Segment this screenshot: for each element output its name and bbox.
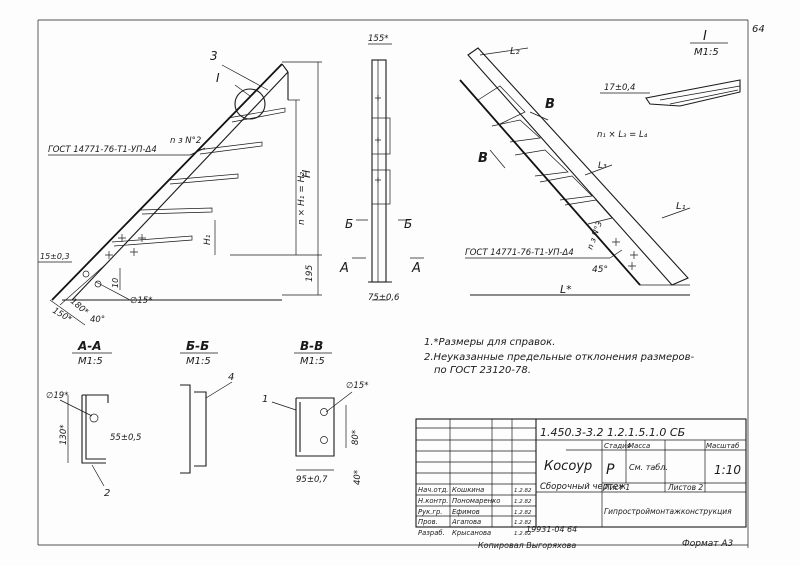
org-name: Гипростроймонтажконструкция	[604, 507, 732, 516]
dim-10: 10	[111, 278, 120, 288]
role-5: Разраб.	[418, 529, 445, 537]
role-1: Нач.отд.	[418, 486, 448, 494]
sheet-number: 64	[752, 24, 765, 35]
dim-l: L*	[560, 283, 572, 296]
dim-nh: n × H₁ = H₂	[297, 172, 307, 225]
callout-3: 3	[210, 49, 218, 63]
section-aa-scale: М1:5	[78, 356, 103, 367]
section-vv: В-В М1:5 ∅15* 1 80* 40* 95±0,7	[262, 339, 368, 485]
dim-75: 75±0,6	[368, 293, 400, 303]
dim-40: 40°	[90, 315, 105, 325]
section-aa-title: А-А	[77, 339, 102, 353]
section-aa: А-А М1:5 ∅19* 130* 55±0,5 2	[46, 339, 141, 499]
dim-h: H	[300, 170, 313, 178]
right-view: L₂ В В n₁ × L₃ = L₄ L₃ L₁ ГОСТ 14771-76-…	[459, 46, 691, 296]
detail-i-dim: 17±0,4	[604, 83, 635, 93]
mass-header: Масса	[628, 442, 650, 450]
name-4: Агапова	[451, 518, 481, 526]
date-4: 1.2.82	[514, 520, 532, 526]
sheet-value: Лист 1	[603, 483, 630, 492]
weld-note-right: ГОСТ 14771-76-Т1-УП-Δ4	[465, 248, 574, 258]
dim-h1: H₁	[203, 234, 213, 245]
name-1: Кошкина	[452, 486, 484, 494]
section-vv-scale: М1:5	[300, 356, 325, 367]
section-a-right: А	[411, 261, 421, 276]
section-a-left: А	[339, 261, 349, 276]
section-vv-callout: 1	[262, 394, 268, 405]
dim-155: 155*	[368, 34, 388, 44]
section-vv-title: В-В	[300, 339, 323, 353]
scale-value: 1:10	[714, 463, 741, 477]
dim-195: 195	[305, 265, 315, 282]
dim-l2: L₂	[510, 46, 520, 57]
scale-header: Масштаб	[706, 442, 740, 450]
section-aa-55: 55±0,5	[110, 433, 141, 443]
date-3: 1.2.82	[514, 510, 532, 516]
section-bb-scale: М1:5	[186, 356, 211, 367]
section-bb-title: Б-Б	[186, 339, 209, 353]
stage-header: Стадия	[604, 442, 631, 450]
role-3: Рук.гр.	[418, 508, 442, 516]
mass-value: См. табл.	[629, 463, 668, 472]
angle-45: 45°	[592, 265, 608, 275]
dim-hole: ∅15*	[130, 296, 152, 306]
note-2: 2.Неуказанные предельные отклонения разм…	[424, 352, 694, 363]
date-1: 1.2.82	[514, 488, 532, 494]
section-bb: Б-Б М1:5 4	[180, 339, 234, 474]
section-aa-callout: 2	[104, 488, 110, 499]
date-2: 1.2.82	[514, 499, 532, 505]
section-vv-hole: ∅15*	[346, 381, 368, 391]
name-2: Пономаренко	[452, 497, 500, 505]
section-v-left: В	[478, 151, 488, 166]
date-5: 1.2.82	[514, 531, 532, 537]
stage-value: Р	[606, 462, 615, 478]
weld-note: ГОСТ 14771-76-Т1-УП-Δ4	[48, 145, 157, 155]
inventory-number: 19931-04 64	[526, 525, 577, 534]
role-4: Пров.	[418, 518, 438, 526]
weld-count: n з N°2	[170, 136, 201, 146]
name-3: Ефимов	[452, 508, 480, 516]
detail-ref-i: I	[216, 71, 220, 85]
dim-nl3: n₁ × L₃ = L₄	[597, 130, 648, 140]
title-block: 1.450.3-3.2 1.2.1.5.1.0 СБ Косоур Сбороч…	[415, 418, 747, 537]
detail-i-label: I	[703, 29, 707, 44]
section-b-right: Б	[404, 217, 412, 231]
section-bb-callout: 4	[228, 372, 234, 383]
section-b-left: Б	[345, 217, 353, 231]
section-vv-80: 80*	[351, 430, 361, 445]
dim-15: 15±0,3	[40, 252, 70, 261]
sheets-value: Листов 2	[667, 483, 703, 492]
designation: 1.450.3-3.2 1.2.1.5.1.0 СБ	[540, 426, 685, 439]
copied-by: Копировал Выгоряхова	[478, 541, 576, 550]
side-view: 155* 75±0,6 А А Б Б	[339, 34, 424, 303]
name-5: Крысанова	[452, 529, 491, 537]
section-vv-40: 40*	[353, 470, 363, 485]
section-aa-130: 130*	[59, 425, 69, 445]
note-1: 1.*Размеры для справок.	[424, 337, 555, 348]
section-vv-95: 95±0,7	[296, 475, 328, 485]
detail-i-scale: М1:5	[694, 47, 719, 58]
section-v-top: В	[545, 97, 555, 112]
part-name: Косоур	[544, 459, 592, 474]
part-subtitle: Сборочный чертеж	[540, 482, 626, 492]
detail-i: I М1:5 17±0,4	[600, 29, 741, 107]
notes: 1.*Размеры для справок. 2.Неуказанные пр…	[424, 337, 694, 376]
dim-l3: L₃	[598, 161, 607, 171]
section-aa-hole: ∅19*	[46, 391, 68, 401]
note-3: по ГОСТ 23120-78.	[434, 365, 531, 376]
role-2: Н.контр.	[418, 497, 448, 505]
dim-l1: L₁	[676, 201, 686, 212]
format: Формат А3	[682, 539, 734, 549]
